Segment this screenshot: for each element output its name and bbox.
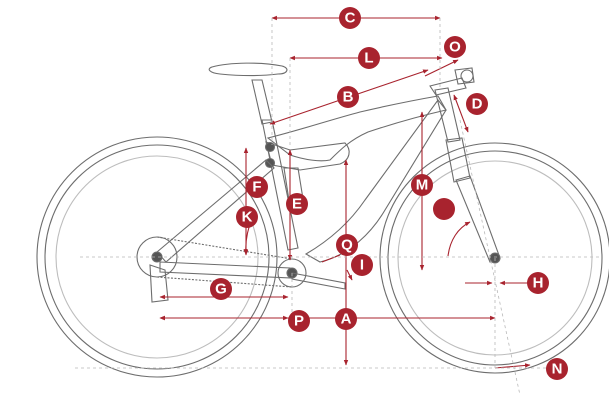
guide-lines — [75, 18, 600, 396]
marker-M: M — [411, 174, 433, 196]
marker-P: P — [288, 310, 310, 332]
marker-I: I — [351, 254, 373, 276]
svg-text:H: H — [533, 275, 544, 292]
chain-stay — [159, 261, 293, 279]
seat-stay — [156, 159, 275, 263]
fork-upper — [445, 137, 471, 183]
marker-B: B — [337, 86, 359, 108]
svg-text:Q: Q — [341, 237, 353, 254]
handlebar — [454, 67, 475, 85]
svg-text:D: D — [472, 96, 483, 113]
marker-D: D — [466, 93, 488, 115]
svg-text:K: K — [242, 209, 253, 226]
marker-A: A — [335, 308, 357, 330]
marker-Q: Q — [336, 234, 358, 256]
down-tube — [304, 99, 447, 263]
marker-N: N — [546, 358, 568, 380]
seat-tube — [261, 119, 299, 251]
svg-text:G: G — [215, 281, 227, 298]
marker-C: C — [339, 7, 361, 29]
svg-text:N: N — [552, 361, 563, 378]
seatpost — [251, 79, 273, 125]
top-tube — [266, 95, 447, 162]
svg-text:O: O — [449, 39, 461, 56]
saddle — [208, 62, 288, 77]
marker-F: F — [246, 176, 268, 198]
bike-drawing — [36, 62, 609, 378]
svg-text:C: C — [345, 10, 356, 27]
marker-G: G — [210, 278, 232, 300]
rocker-link — [265, 141, 350, 171]
svg-text:B: B — [343, 89, 354, 106]
marker-E: E — [286, 193, 308, 215]
svg-text:F: F — [252, 179, 261, 196]
svg-text:I: I — [360, 257, 364, 274]
svg-text:A: A — [341, 311, 352, 328]
svg-text:E: E — [292, 196, 302, 213]
marker-J — [433, 198, 455, 220]
svg-text:P: P — [294, 313, 304, 330]
fork-lower — [455, 175, 501, 263]
marker-O: O — [444, 36, 466, 58]
front-wheel — [379, 142, 609, 374]
head-tube — [434, 87, 461, 143]
rear-derailleur — [149, 264, 169, 303]
svg-text:L: L — [364, 50, 373, 67]
marker-L: L — [358, 47, 380, 69]
svg-text:M: M — [416, 177, 429, 194]
marker-K: K — [236, 206, 258, 228]
crank-arm — [291, 272, 346, 290]
marker-H: H — [527, 272, 549, 294]
stem — [429, 77, 467, 96]
